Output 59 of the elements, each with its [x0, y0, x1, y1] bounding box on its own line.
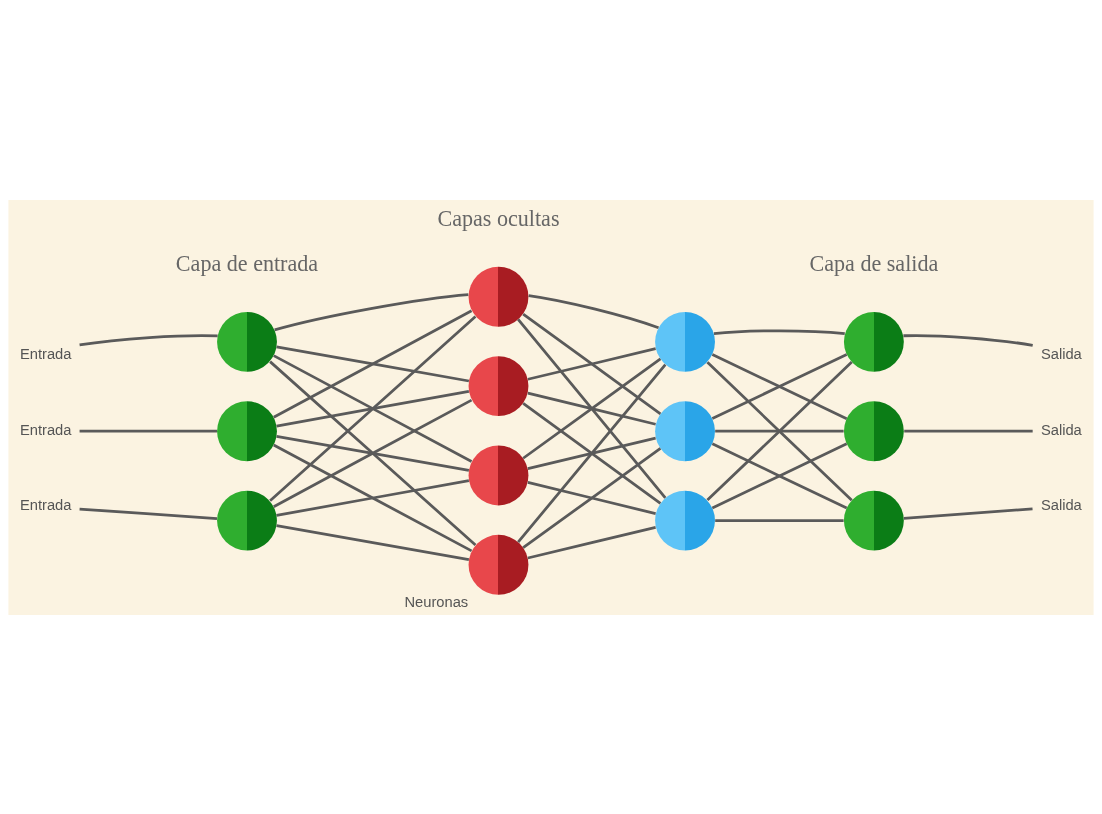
connector — [522, 312, 662, 415]
connector — [276, 434, 470, 472]
node-circle — [468, 355, 529, 416]
node-circle — [468, 266, 529, 327]
connector — [273, 443, 473, 552]
label: Capa de entrada — [175, 250, 319, 276]
node-text: Salida — [1040, 345, 1082, 362]
connector — [711, 352, 848, 420]
connector — [715, 429, 844, 433]
node-circle — [843, 490, 904, 550]
connector — [527, 346, 656, 381]
node-text: Entrada — [19, 496, 72, 513]
node-text: Entrada — [19, 345, 72, 362]
connector — [79, 429, 217, 433]
connector — [273, 353, 473, 463]
connector — [276, 478, 470, 517]
connector — [527, 436, 656, 470]
connector — [276, 345, 470, 382]
label: Capa de salida — [809, 250, 939, 276]
connector — [276, 523, 470, 561]
node-circle — [217, 490, 277, 550]
connector — [274, 292, 469, 331]
connector — [904, 429, 1033, 433]
node-circle — [468, 534, 529, 595]
connector — [273, 309, 473, 419]
connector — [527, 391, 656, 426]
node-text: Salida — [1040, 496, 1082, 513]
connector — [527, 480, 656, 515]
node-circle — [655, 490, 715, 550]
connector — [711, 442, 848, 509]
label: Capas ocultas — [437, 205, 560, 231]
connector — [79, 507, 218, 520]
connector — [273, 398, 473, 508]
connector — [517, 318, 667, 499]
connector — [715, 518, 844, 522]
connector — [269, 315, 477, 502]
node-circle — [217, 400, 277, 461]
node-text: Entrada — [19, 421, 72, 438]
connector — [903, 506, 1033, 520]
node-circle — [217, 311, 277, 372]
node-text: Salida — [1040, 421, 1082, 438]
connector — [713, 328, 845, 335]
connector — [276, 389, 470, 427]
connector — [527, 525, 656, 559]
connector — [522, 401, 662, 504]
node-circle — [843, 400, 904, 461]
connector — [903, 333, 1033, 347]
node-circle — [655, 400, 715, 461]
connector — [528, 293, 659, 329]
connector — [522, 357, 662, 459]
connector — [79, 333, 218, 346]
node-circle — [843, 311, 904, 372]
connector — [706, 360, 853, 501]
connector — [269, 360, 477, 546]
node-circle — [468, 445, 529, 505]
node-circle — [655, 311, 715, 372]
node-label: Neuronas — [404, 593, 469, 610]
connector — [517, 363, 667, 543]
connector — [522, 446, 662, 549]
